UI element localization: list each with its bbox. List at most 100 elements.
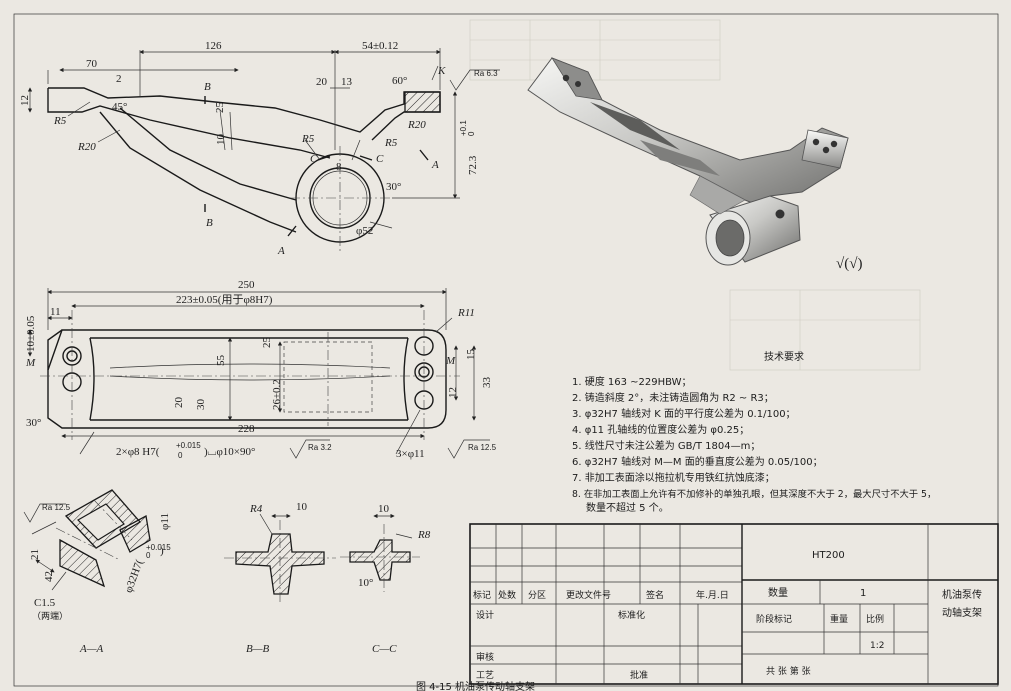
tech-requirements: 技术要求 1. 硬度 163 ~229HBW； 2. 铸造斜度 2°，未注铸造圆… [572, 350, 936, 514]
tech-req-item-4: 4. φ11 孔轴线的位置度公差为 φ0.25； [572, 423, 749, 436]
dim-20-top: 20 [173, 397, 185, 409]
dim-250: 250 [238, 279, 255, 291]
part-name-line-1: 机油泵传 [942, 588, 982, 601]
rev-header-date: 年.月.日 [696, 589, 729, 601]
dim-r20-left: R20 [77, 141, 96, 153]
general-roughness-symbol: √(√) [836, 256, 862, 272]
label-design: 设计 [476, 609, 494, 621]
ra-front: Ra 6.3 [474, 69, 498, 78]
tech-req-item-6: 6. φ32H7 轴线对 M—M 面的垂直度公差为 0.05/100； [572, 455, 823, 468]
sheet-border [13, 13, 999, 687]
section-mark-a-top: A [431, 159, 439, 171]
section-bb: R4 10 B—B [224, 501, 336, 655]
dim-12-top: 12 [447, 387, 459, 398]
rev-header-zone: 分区 [528, 590, 546, 601]
dim-phi32-tol-lower-aa: 0 [146, 551, 151, 560]
section-mark-b-bottom: B [206, 217, 213, 229]
hole-note-phi11: 3×φ11 [396, 448, 425, 460]
section-mark-b-top: B [204, 81, 211, 93]
dim-70: 70 [86, 58, 98, 70]
dim-phi32-tol-aa: +0.015 [146, 543, 171, 552]
datum-m-left: M [25, 357, 36, 369]
note-both-ends: （两端） [32, 610, 68, 622]
label-review: 审核 [476, 651, 494, 663]
rev-header-sign: 签名 [646, 589, 664, 601]
label-section-aa: A—A [79, 643, 104, 655]
dim-r20-right: R20 [407, 119, 426, 131]
hole-note-phi8-tail: )⌴φ10×90° [204, 446, 255, 458]
dim-72-3-lower-tol: 0 [467, 131, 476, 136]
label-section-cc: C—C [372, 643, 397, 655]
dim-126: 126 [205, 40, 222, 52]
dim-r5-right: R5 [384, 137, 398, 149]
tech-req-item-1: 1. 硬度 163 ~229HBW； [572, 375, 692, 388]
dim-11: 11 [50, 306, 61, 318]
dim-r8-cc: R8 [417, 529, 431, 541]
dim-30deg: 30° [386, 181, 401, 193]
dim-phi52: φ52 [356, 225, 373, 237]
dim-21-aa: 21 [29, 549, 41, 560]
dim-r5-left: R5 [53, 115, 67, 127]
label-process: 工艺 [476, 670, 494, 681]
dim-10: 10 [215, 134, 227, 146]
dim-12: 12 [19, 95, 31, 106]
dim-phi11-aa: φ11 [159, 513, 171, 530]
datum-m-right: M [445, 355, 456, 367]
rev-header-count: 处数 [498, 589, 516, 601]
dim-r5-mid: R5 [301, 133, 315, 145]
section-mark-c-right: C [376, 153, 384, 165]
dim-72-3: 72.3 [467, 155, 479, 175]
quantity-label: 数量 [768, 586, 788, 599]
section-cc: R8 10 10° C—C [340, 503, 431, 655]
hole-note-phi8-tol: +0.015 [176, 441, 201, 450]
tech-req-item-3: 3. φ32H7 轴线对 K 面的平行度公差为 0.1/100； [572, 407, 796, 420]
figure-caption: 图 4-15 机油泵传动轴支架 [416, 680, 535, 691]
label-approve: 批准 [630, 669, 648, 681]
scale-label: 比例 [866, 613, 884, 625]
dim-30-top: 30 [195, 399, 207, 411]
dim-42-aa: 42 [43, 571, 55, 582]
part-name-line-2: 动轴支架 [942, 606, 982, 619]
dim-55: 55 [215, 355, 227, 367]
hole-note-phi8-tol-lower: 0 [178, 451, 183, 460]
dim-72-3-upper-tol: +0.1 [459, 120, 468, 136]
dim-8: 8 [336, 161, 342, 173]
rev-header-doc: 更改文件号 [566, 589, 611, 601]
dim-10-tol: 10±0.05 [25, 315, 37, 352]
dim-45deg: 45° [112, 101, 127, 113]
dim-228: 228 [238, 423, 255, 435]
dim-20: 20 [316, 76, 328, 88]
dim-25: 25 [214, 102, 226, 114]
dim-10deg-cc: 10° [358, 577, 373, 589]
weight-label: 重量 [830, 613, 848, 625]
material: HT200 [812, 550, 845, 561]
dim-33: 33 [481, 377, 493, 389]
tech-req-item-5: 5. 线性尺寸未注公差为 GB/T 1804—m； [572, 439, 760, 452]
ra-12-5-aa: Ra 12.5 [42, 503, 71, 512]
section-mark-a-bottom: A [277, 245, 285, 257]
dim-60deg: 60° [392, 75, 407, 87]
tech-req-item-8: 8. 在非加工表面上允许有不加修补的单独孔眼，但其深度不大于 2，最大尺寸不大于… [572, 488, 936, 500]
sheet-info: 共 张 第 张 [766, 665, 811, 677]
dim-26: 26±0.2 [271, 379, 283, 410]
section-aa: Ra 12.5 φ11 φ32H7( +0.015 0 ) 21 42 C1.5… [23, 489, 171, 655]
dim-r11: R11 [457, 307, 475, 319]
label-standardize: 标准化 [618, 609, 645, 621]
dim-2: 2 [116, 73, 122, 85]
dim-15-top: 15 [465, 349, 477, 361]
dim-phi32-aa: φ32H7( [123, 558, 146, 595]
dim-10-cc: 10 [378, 503, 390, 515]
section-mark-c-left: C [310, 153, 318, 165]
ra-12-5-top: Ra 12.5 [468, 443, 497, 452]
quantity-value: 1 [860, 588, 866, 599]
dim-10-bb: 10 [296, 501, 308, 513]
isometric-view [527, 57, 849, 266]
stage-mark-label: 阶段标记 [756, 613, 792, 625]
tech-req-heading: 技术要求 [764, 350, 804, 363]
title-block: 标记 处数 分区 更改文件号 签名 年.月.日 设计 标准化 审核 工艺 批准 … [469, 523, 999, 685]
dim-r4-bb: R4 [249, 503, 263, 515]
dim-30deg-top: 30° [26, 417, 41, 429]
dim-phi32-close-aa: ) [160, 545, 164, 557]
